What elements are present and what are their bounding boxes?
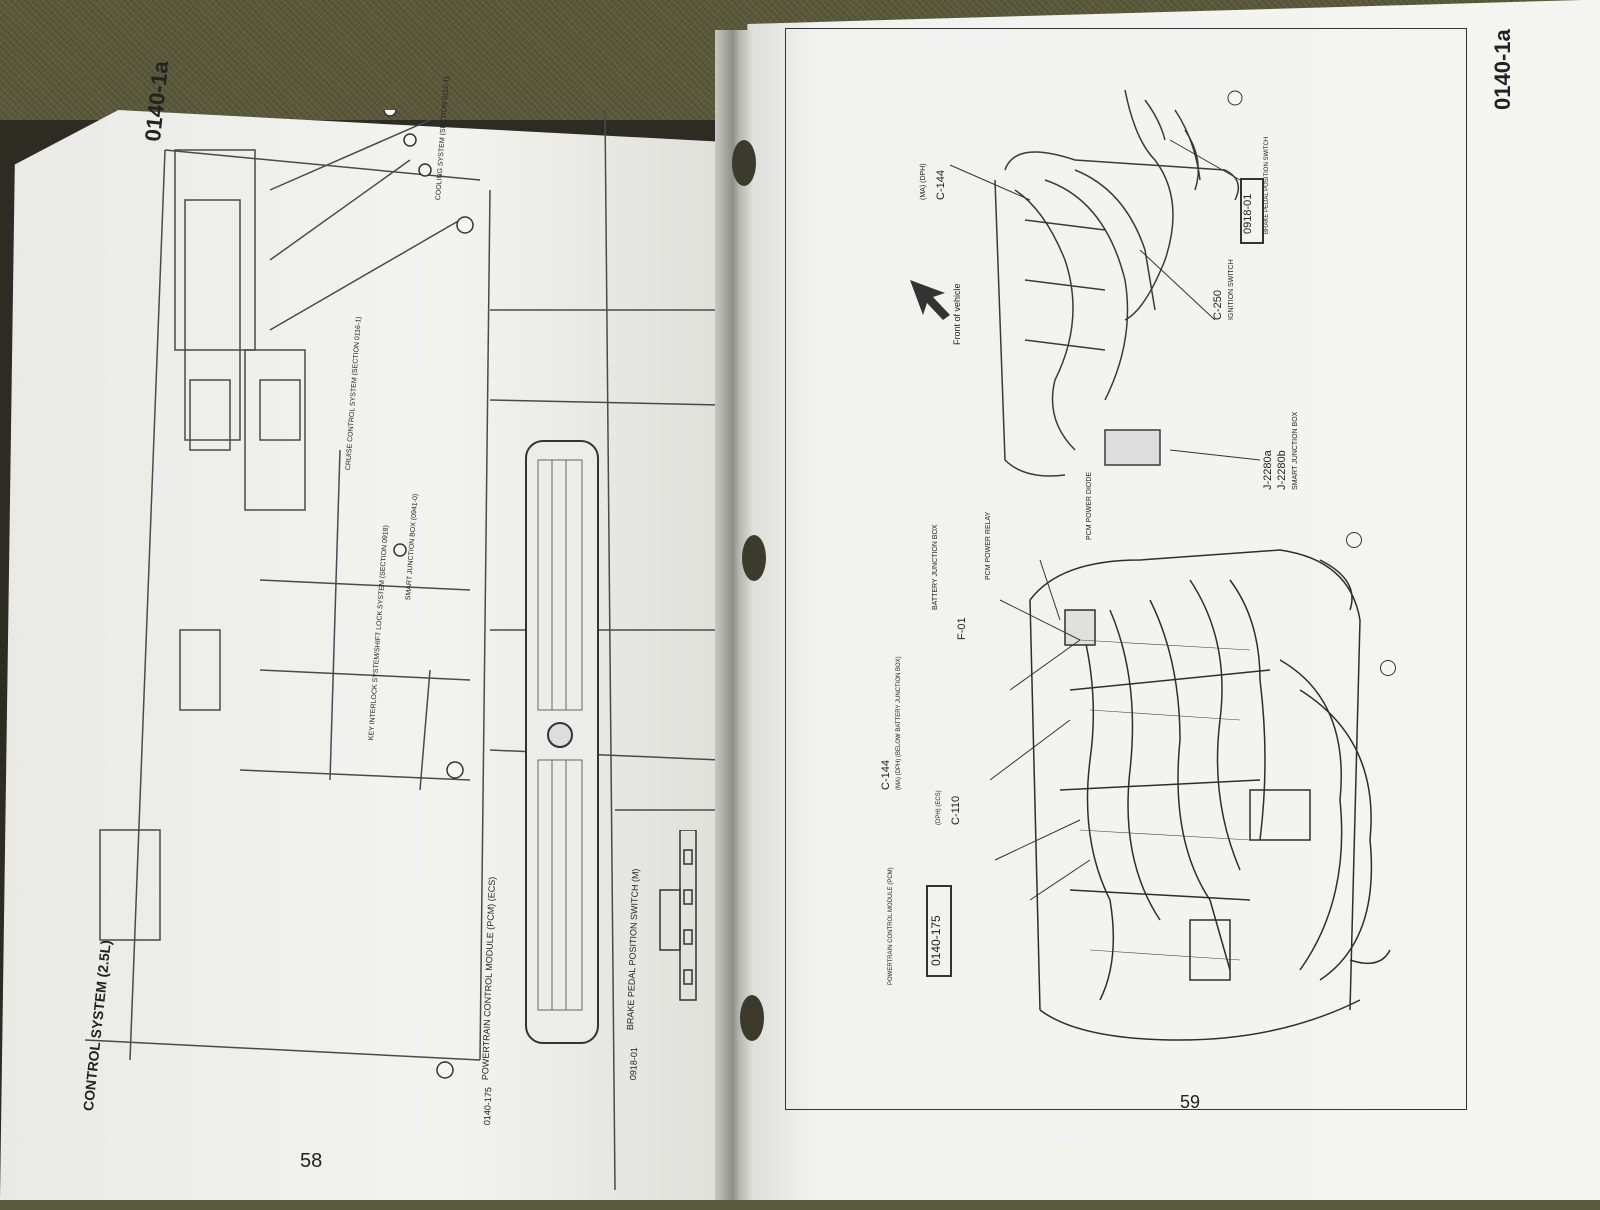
top-leader-lines xyxy=(949,90,1260,461)
left-page xyxy=(0,110,740,1200)
right-page xyxy=(730,0,1600,1200)
pcm-ref-label: POWERTRAIN CONTROL MODULE (PCM) xyxy=(888,867,894,985)
callout-f01-sub: BATTERY JUNCTION BOX xyxy=(932,524,939,610)
pcm-ref-box xyxy=(926,885,952,977)
right-page-header-code: 0140-1a xyxy=(1490,29,1515,110)
callout-c144-top-sub: (MA) (DPH) xyxy=(920,163,927,200)
left-ref-switch: 0918-01 xyxy=(628,1046,640,1081)
callout-j2280b-sub: SMART JUNCTION BOX xyxy=(1292,411,1299,490)
right-page-frame xyxy=(785,28,1467,1110)
binder-hole-middle xyxy=(742,535,766,581)
callout-c144-bottom-sub: (MA) (DPH) (BELOW BATTERY JUNCTION BOX) xyxy=(896,656,902,790)
connector-node-1 xyxy=(1346,532,1362,548)
binder-hole-bottom xyxy=(740,995,764,1041)
callout-0918-sub: BRAKE PEDAL POSITION SWITCH xyxy=(1264,136,1270,234)
front-arrow xyxy=(910,280,950,320)
right-page-number: 59 xyxy=(1180,1092,1201,1112)
callout-pcm-power-relay: PCM POWER RELAY xyxy=(985,511,992,580)
left-ref-pcm: 0140-175 xyxy=(482,1086,494,1126)
binder-hole-top xyxy=(732,140,756,186)
connector-node-2 xyxy=(1380,660,1396,676)
callout-j2280b: J-2280b xyxy=(1276,450,1288,490)
pcm-ref-code: 0140-175 xyxy=(929,915,943,966)
callout-c144-bottom: C-144 xyxy=(880,760,892,790)
callout-j2280a: J-2280a xyxy=(1262,450,1274,490)
left-page-number: 58 xyxy=(300,1150,323,1172)
callout-c110: C-110 xyxy=(950,795,962,825)
brake-switch-connector xyxy=(659,830,697,1001)
callout-0918-box xyxy=(1240,178,1264,244)
dashboard-drawing xyxy=(994,89,1240,477)
engine-bay-drawing xyxy=(1029,549,1391,1041)
callout-pcm-power-diode: PCM POWER DIODE xyxy=(1086,471,1093,540)
callout-c110-sub: (DPH) (ECS) xyxy=(936,790,942,825)
bottom-leader-lines xyxy=(989,559,1091,901)
callout-f01: F-01 xyxy=(956,617,968,640)
pcm-connector-pins xyxy=(537,459,583,1011)
left-schematic xyxy=(84,110,721,1191)
